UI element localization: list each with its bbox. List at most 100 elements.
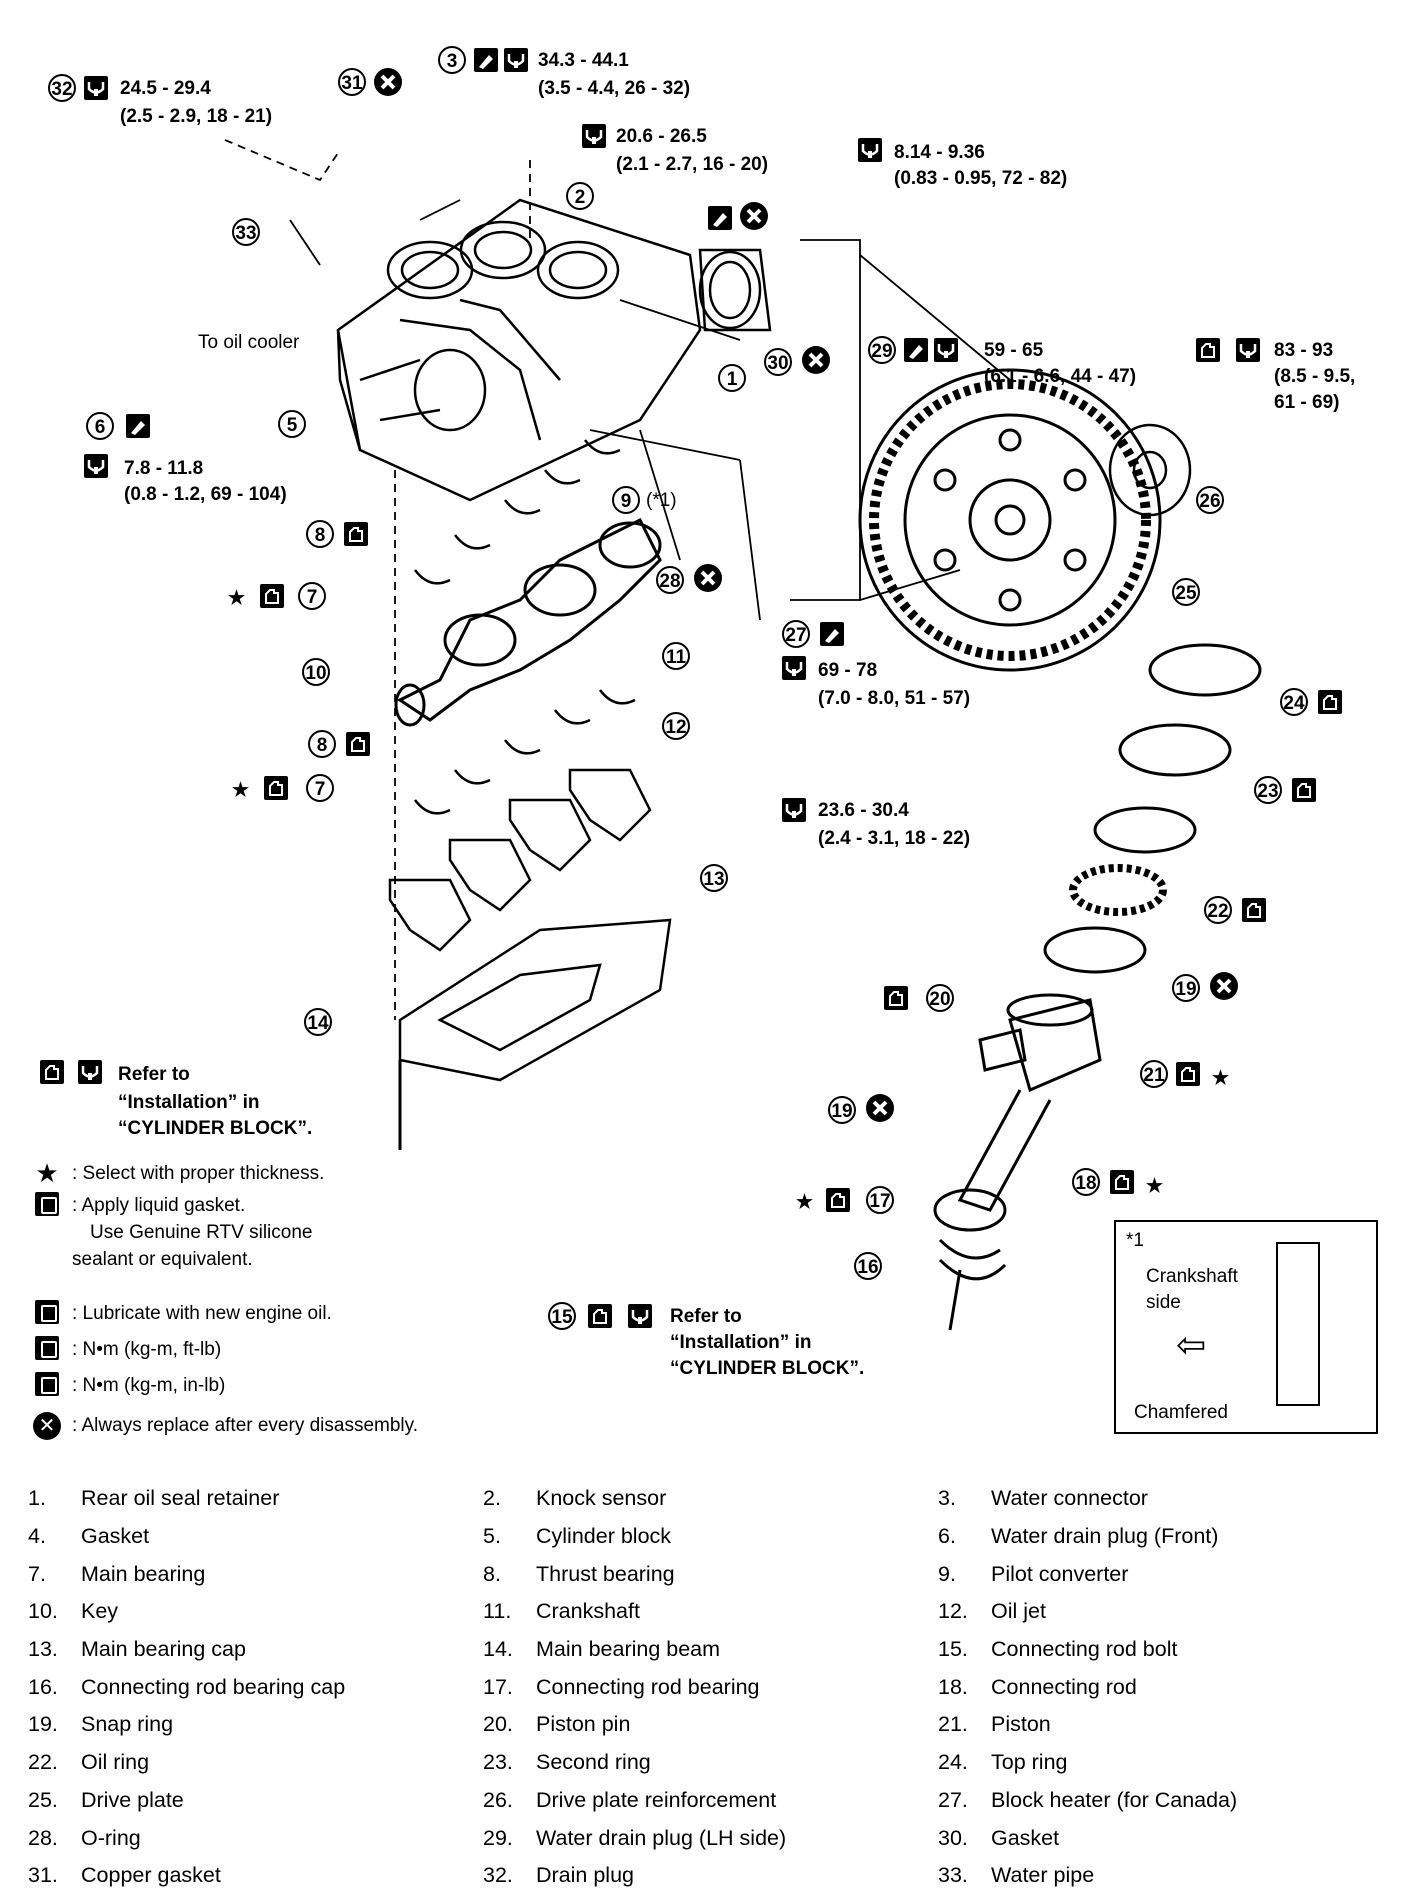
callout-12: 12 bbox=[662, 712, 690, 740]
callout-19-lower: 19 bbox=[828, 1092, 896, 1124]
part-name: Cylinder block bbox=[536, 1524, 672, 1549]
svg-text:(3.5 - 4.4, 26 - 32): (3.5 - 4.4, 26 - 32) bbox=[538, 78, 690, 99]
svg-text:3: 3 bbox=[447, 51, 458, 72]
svg-text:6: 6 bbox=[95, 417, 106, 438]
parts-list-item: 18.Connecting rod bbox=[938, 1668, 1388, 1706]
parts-list-item: 3.Water connector bbox=[938, 1480, 1388, 1518]
svg-text:10: 10 bbox=[305, 663, 326, 684]
svg-text:15: 15 bbox=[551, 1307, 573, 1328]
parts-list-item: 5.Cylinder block bbox=[483, 1518, 938, 1556]
inset-side-label: side bbox=[1146, 1292, 1181, 1313]
part-name: Crankshaft bbox=[536, 1599, 640, 1624]
callout-11: 11 bbox=[662, 642, 690, 670]
svg-text:13: 13 bbox=[703, 869, 724, 890]
callout-3: 3 34.3 - 44.1 (3.5 - 4.4, 26 - 32) bbox=[438, 46, 690, 99]
star-icon: ★ bbox=[35, 1158, 59, 1188]
callout-24: 24 bbox=[1280, 688, 1343, 716]
parts-list-item: 14.Main bearing beam bbox=[483, 1631, 938, 1669]
parts-list-item: 29.Water drain plug (LH side) bbox=[483, 1819, 938, 1857]
part-name: Top ring bbox=[991, 1750, 1068, 1775]
svg-text:★: ★ bbox=[1212, 1068, 1229, 1089]
svg-text:14: 14 bbox=[307, 1013, 329, 1034]
svg-text:27: 27 bbox=[785, 625, 806, 646]
part-number: 17. bbox=[483, 1674, 513, 1699]
callout-13: 13 bbox=[700, 864, 728, 892]
callout-26: 26 bbox=[1196, 486, 1224, 514]
svg-text:34.3 - 44.1: 34.3 - 44.1 bbox=[538, 50, 629, 71]
part-number: 22. bbox=[28, 1750, 58, 1775]
svg-text:25: 25 bbox=[1175, 583, 1197, 604]
part-name: Piston bbox=[991, 1712, 1051, 1737]
bearing-profile bbox=[1276, 1242, 1320, 1406]
legend-row-star: ★ : Select with proper thickness. bbox=[35, 1158, 325, 1188]
part-name: Connecting rod bearing cap bbox=[81, 1674, 346, 1699]
part-name: O-ring bbox=[81, 1825, 141, 1850]
callout-7-upper: ★ 7 bbox=[228, 582, 326, 610]
part-name: Block heater (for Canada) bbox=[991, 1787, 1238, 1812]
parts-list-item: 24.Top ring bbox=[938, 1744, 1388, 1782]
svg-text:23.6 - 30.4: 23.6 - 30.4 bbox=[818, 800, 909, 821]
part-number: 6. bbox=[938, 1524, 956, 1549]
parts-list-item: 17.Connecting rod bearing bbox=[483, 1668, 938, 1706]
part-name: Thrust bearing bbox=[536, 1561, 675, 1586]
callout-9: 9 (*1) bbox=[612, 486, 677, 514]
parts-list-item: 28.O-ring bbox=[28, 1819, 483, 1857]
part-name: Drive plate bbox=[81, 1787, 184, 1812]
part-name: Key bbox=[81, 1599, 119, 1624]
svg-text:33: 33 bbox=[235, 223, 256, 244]
callout-19-upper: 19 bbox=[1172, 970, 1240, 1002]
parts-list-item: 32.Drain plug bbox=[483, 1857, 938, 1895]
svg-text:19: 19 bbox=[1175, 979, 1196, 1000]
part-number: 20. bbox=[483, 1712, 513, 1737]
parts-list-item: 16. Connecting rod bearing cap bbox=[28, 1668, 483, 1706]
part-number: 25. bbox=[28, 1787, 58, 1812]
callout-2: 20.6 - 26.5 (2.1 - 2.7, 16 - 20) 2 bbox=[566, 122, 768, 210]
callout-33: 33 To oil cooler bbox=[198, 218, 300, 353]
svg-text:22: 22 bbox=[1207, 901, 1228, 922]
callout-18: 18 ★ bbox=[1072, 1168, 1163, 1197]
svg-text:(2.4 - 3.1, 18 - 22): (2.4 - 3.1, 18 - 22) bbox=[818, 828, 970, 849]
parts-list-item: 8.Thrust bearing bbox=[483, 1555, 938, 1593]
svg-text:7: 7 bbox=[315, 779, 326, 800]
drive-plate-drawing bbox=[858, 368, 1162, 672]
parts-list-item: 13.Main bearing cap bbox=[28, 1631, 483, 1669]
inset-ref: *1 bbox=[1126, 1230, 1144, 1251]
part-name: Second ring bbox=[536, 1750, 651, 1775]
part-number: 18. bbox=[938, 1674, 968, 1699]
svg-text:“Installation” in: “Installation” in bbox=[670, 1332, 811, 1353]
svg-text:11: 11 bbox=[666, 647, 687, 668]
part-name: Pilot converter bbox=[991, 1561, 1129, 1586]
svg-text:17: 17 bbox=[869, 1191, 890, 1212]
svg-text:20.6 - 26.5: 20.6 - 26.5 bbox=[616, 126, 707, 147]
part-number: 12. bbox=[938, 1599, 968, 1624]
part-number: 16. bbox=[28, 1674, 58, 1699]
torque-inlb-icon bbox=[35, 1372, 59, 1396]
svg-text:★: ★ bbox=[1146, 1176, 1163, 1197]
part-number: 10. bbox=[28, 1599, 58, 1624]
liquid-gasket-icon bbox=[35, 1192, 59, 1216]
svg-text:(0.8 - 1.2, 69 - 104): (0.8 - 1.2, 69 - 104) bbox=[124, 484, 287, 505]
part-number: 32. bbox=[483, 1863, 513, 1888]
part-name: Rear oil seal retainer bbox=[81, 1486, 280, 1511]
callout-29: 29 59 - 65 (6.1 - 6.6, 44 - 47) bbox=[868, 336, 1136, 387]
svg-text:Refer to: Refer to bbox=[118, 1064, 190, 1085]
part-number: 26. bbox=[483, 1787, 513, 1812]
parts-list-item: 1.Rear oil seal retainer bbox=[28, 1480, 483, 1518]
part-number: 2. bbox=[483, 1486, 501, 1511]
leader-lines bbox=[224, 139, 1011, 1020]
part-number: 7. bbox=[28, 1561, 46, 1586]
legend-row-torque-inlb: : N•m (kg-m, in-lb) bbox=[30, 1372, 225, 1399]
arrow-left-icon: ⇦ bbox=[1176, 1324, 1207, 1365]
svg-text:29: 29 bbox=[871, 341, 892, 362]
svg-text:19: 19 bbox=[831, 1101, 852, 1122]
svg-text:69 - 78: 69 - 78 bbox=[818, 660, 877, 681]
callout-28: 28 bbox=[656, 562, 724, 594]
part-number: 30. bbox=[938, 1825, 968, 1850]
callout-14: 14 bbox=[304, 1008, 332, 1036]
svg-text:24.5 - 29.4: 24.5 - 29.4 bbox=[120, 78, 211, 99]
part-name: Drive plate reinforcement bbox=[536, 1787, 777, 1812]
parts-list-item: 31.Copper gasket bbox=[28, 1857, 483, 1895]
parts-list-item: 25. Drive plate bbox=[28, 1782, 483, 1820]
parts-list-item: 4.Gasket bbox=[28, 1518, 483, 1556]
